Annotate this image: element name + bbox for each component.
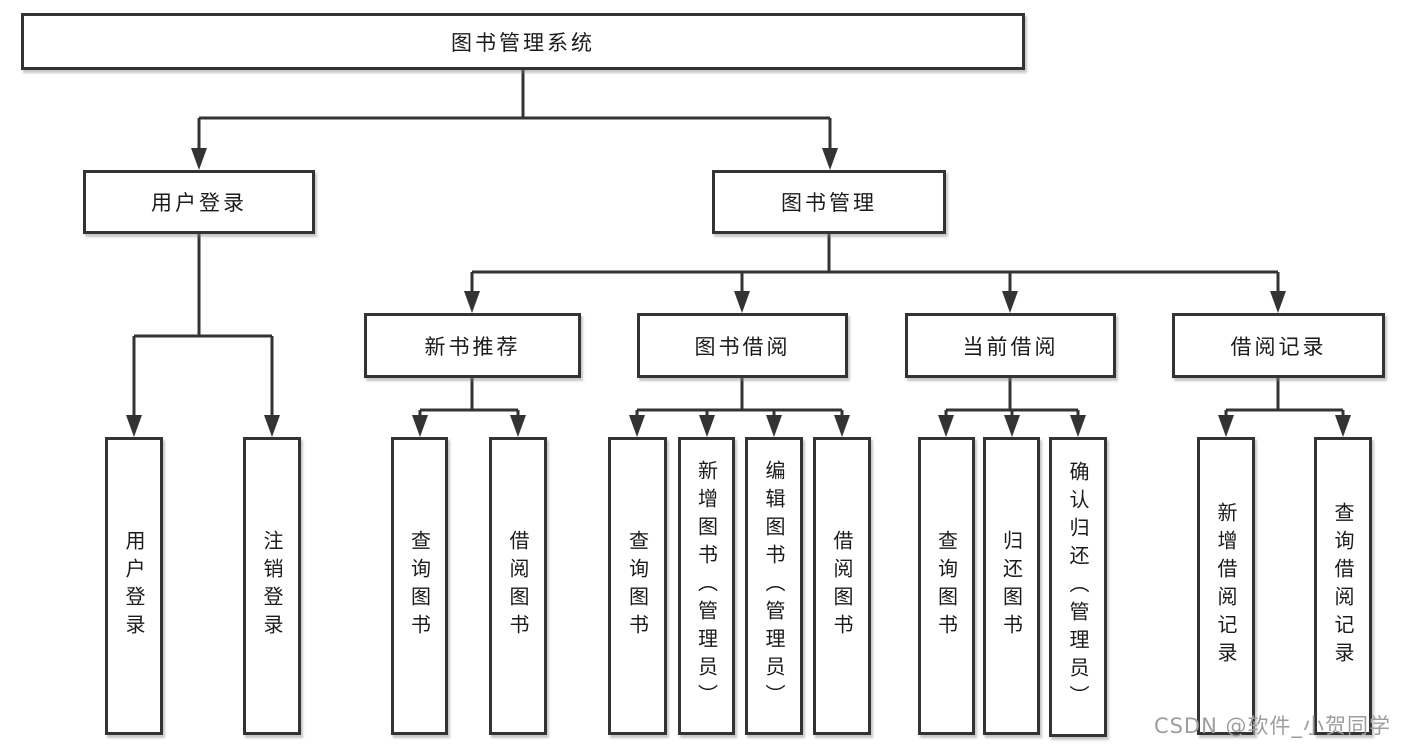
node-borrow-records: 借阅记录	[1172, 313, 1385, 378]
connector-new-book-children	[412, 378, 526, 437]
leaf-bb-edit-book-admin: 编辑图书（管理员）	[745, 437, 803, 735]
connector-root-to-level2	[191, 70, 838, 170]
node-library-management-system: 图书管理系统	[21, 13, 1025, 70]
leaf-br-add-borrow-record: 新增借阅记录	[1197, 437, 1255, 735]
leaf-cb-return-book: 归还图书	[983, 437, 1040, 735]
leaf-logout-login: 注销登录	[243, 437, 301, 735]
connector-book-borrow-children	[629, 378, 850, 437]
leaf-bb-borrow-book: 借阅图书	[813, 437, 871, 735]
csdn-watermark: CSDN @软件_小贺同学	[1153, 714, 1391, 738]
connector-borrow-records-children	[1218, 378, 1351, 437]
leaf-nbr-query-book: 查询图书	[391, 437, 448, 735]
leaf-br-query-borrow-record: 查询借阅记录	[1314, 437, 1372, 735]
node-new-book-recommend: 新书推荐	[364, 313, 581, 378]
leaf-nbr-borrow-book: 借阅图书	[489, 437, 547, 735]
leaf-user-login: 用户登录	[105, 437, 163, 735]
leaf-bb-query-book: 查询图书	[608, 437, 667, 735]
connector-current-borrow-children	[938, 378, 1086, 437]
leaf-cb-query-book: 查询图书	[918, 437, 975, 735]
node-book-borrow: 图书借阅	[637, 313, 848, 378]
leaf-cb-confirm-return-admin: 确认归还（管理员）	[1049, 437, 1107, 737]
node-current-borrow: 当前借阅	[905, 313, 1116, 378]
node-book-management: 图书管理	[712, 170, 946, 234]
leaf-bb-add-book-admin: 新增图书（管理员）	[678, 437, 735, 735]
connector-book-management-children	[464, 234, 1286, 313]
node-user-login: 用户登录	[83, 170, 315, 234]
connector-user-login-children	[126, 234, 280, 437]
